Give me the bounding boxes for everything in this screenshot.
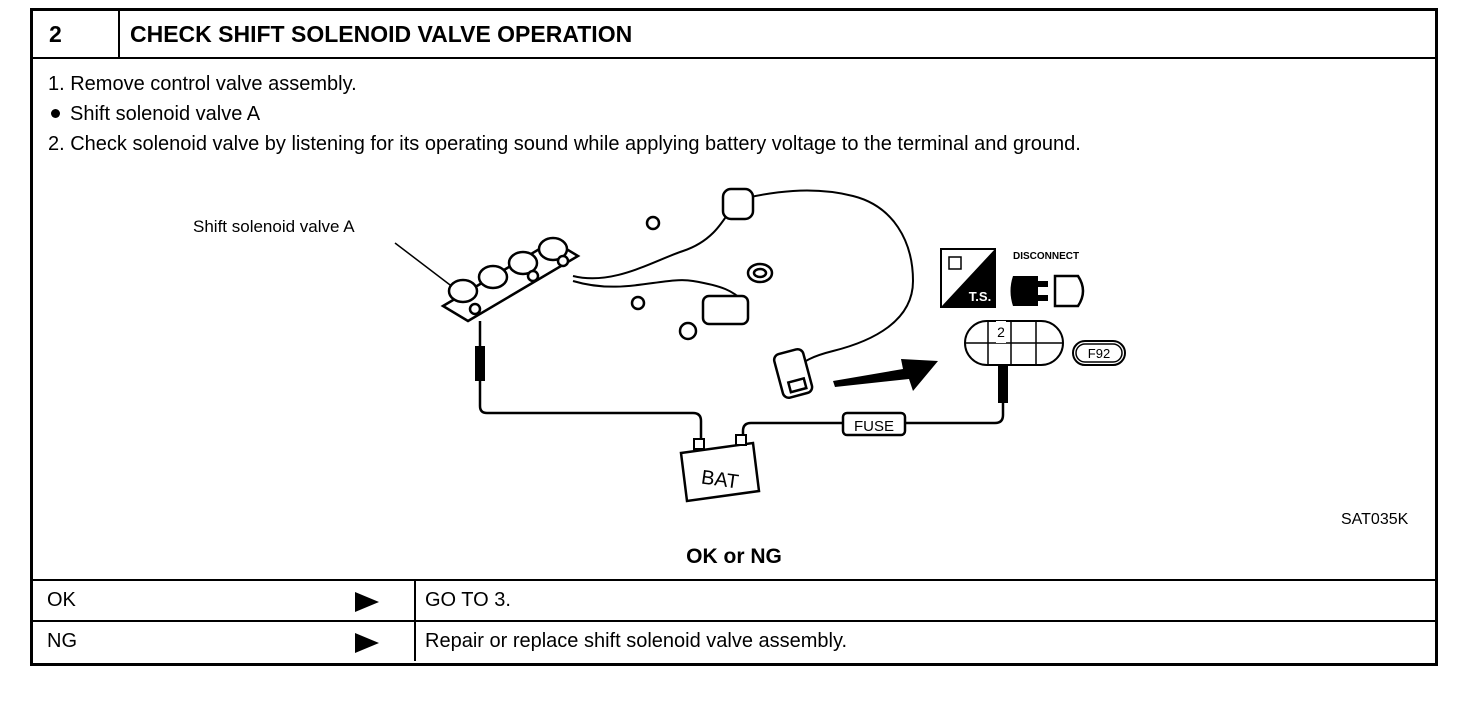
result-row-ng: NG Repair or replace shift solenoid valv… (33, 620, 1435, 661)
instruction-list: 1. Remove control valve assembly. Shift … (48, 69, 1081, 159)
step-title: CHECK SHIFT SOLENOID VALVE OPERATION (130, 21, 633, 47)
instruction-item: 1. Remove control valve assembly. (48, 73, 357, 95)
result-action: Repair or replace shift solenoid valve a… (425, 630, 848, 652)
step-number: 2 (33, 11, 120, 57)
direction-arrow-icon (833, 359, 938, 391)
battery-icon: BAT (679, 434, 761, 503)
terminal-number: 2 (997, 324, 1005, 340)
disconnect-icon: DISCONNECT (1010, 251, 1085, 308)
result-status: NG (47, 630, 77, 652)
figure-code: SAT035K (1341, 511, 1409, 528)
bullet-icon (51, 109, 60, 119)
disconnect-label: DISCONNECT (1013, 251, 1079, 262)
arrow-right-icon (355, 633, 379, 653)
result-action: GO TO 3. (425, 589, 511, 611)
test-symbol-icon: T.S. (940, 248, 996, 308)
instruction-item: Shift solenoid valve A (48, 99, 1081, 129)
connector-face-icon: 2 (964, 320, 1064, 366)
result-prompt: OK or NG (686, 545, 782, 568)
step-header: 2 CHECK SHIFT SOLENOID VALVE OPERATION (33, 11, 1435, 59)
diagram-illustration: FUSE BAT T.S. DISCONNECT (394, 187, 1126, 503)
fuse-icon: FUSE (841, 411, 907, 437)
solenoid-valve-icon (440, 236, 581, 323)
ts-label: T.S. (969, 289, 991, 304)
instruction-item: 2. Check solenoid valve by listening for… (48, 133, 1081, 155)
connector-code-badge: F92 (1072, 340, 1126, 366)
wiring-diagram: FUSE BAT T.S. DISCONNECT (33, 181, 1435, 531)
arrow-right-icon (355, 592, 379, 612)
fuse-label: FUSE (854, 418, 894, 435)
column-divider (414, 581, 416, 620)
component-label: Shift solenoid valve A (193, 217, 355, 236)
connector-code: F92 (1088, 346, 1110, 361)
battery-label: BAT (700, 466, 740, 493)
result-status: OK (47, 589, 76, 611)
inspection-step-frame: 2 CHECK SHIFT SOLENOID VALVE OPERATION 1… (30, 8, 1438, 666)
result-row-ok: OK GO TO 3. (33, 579, 1435, 620)
column-divider (414, 622, 416, 661)
